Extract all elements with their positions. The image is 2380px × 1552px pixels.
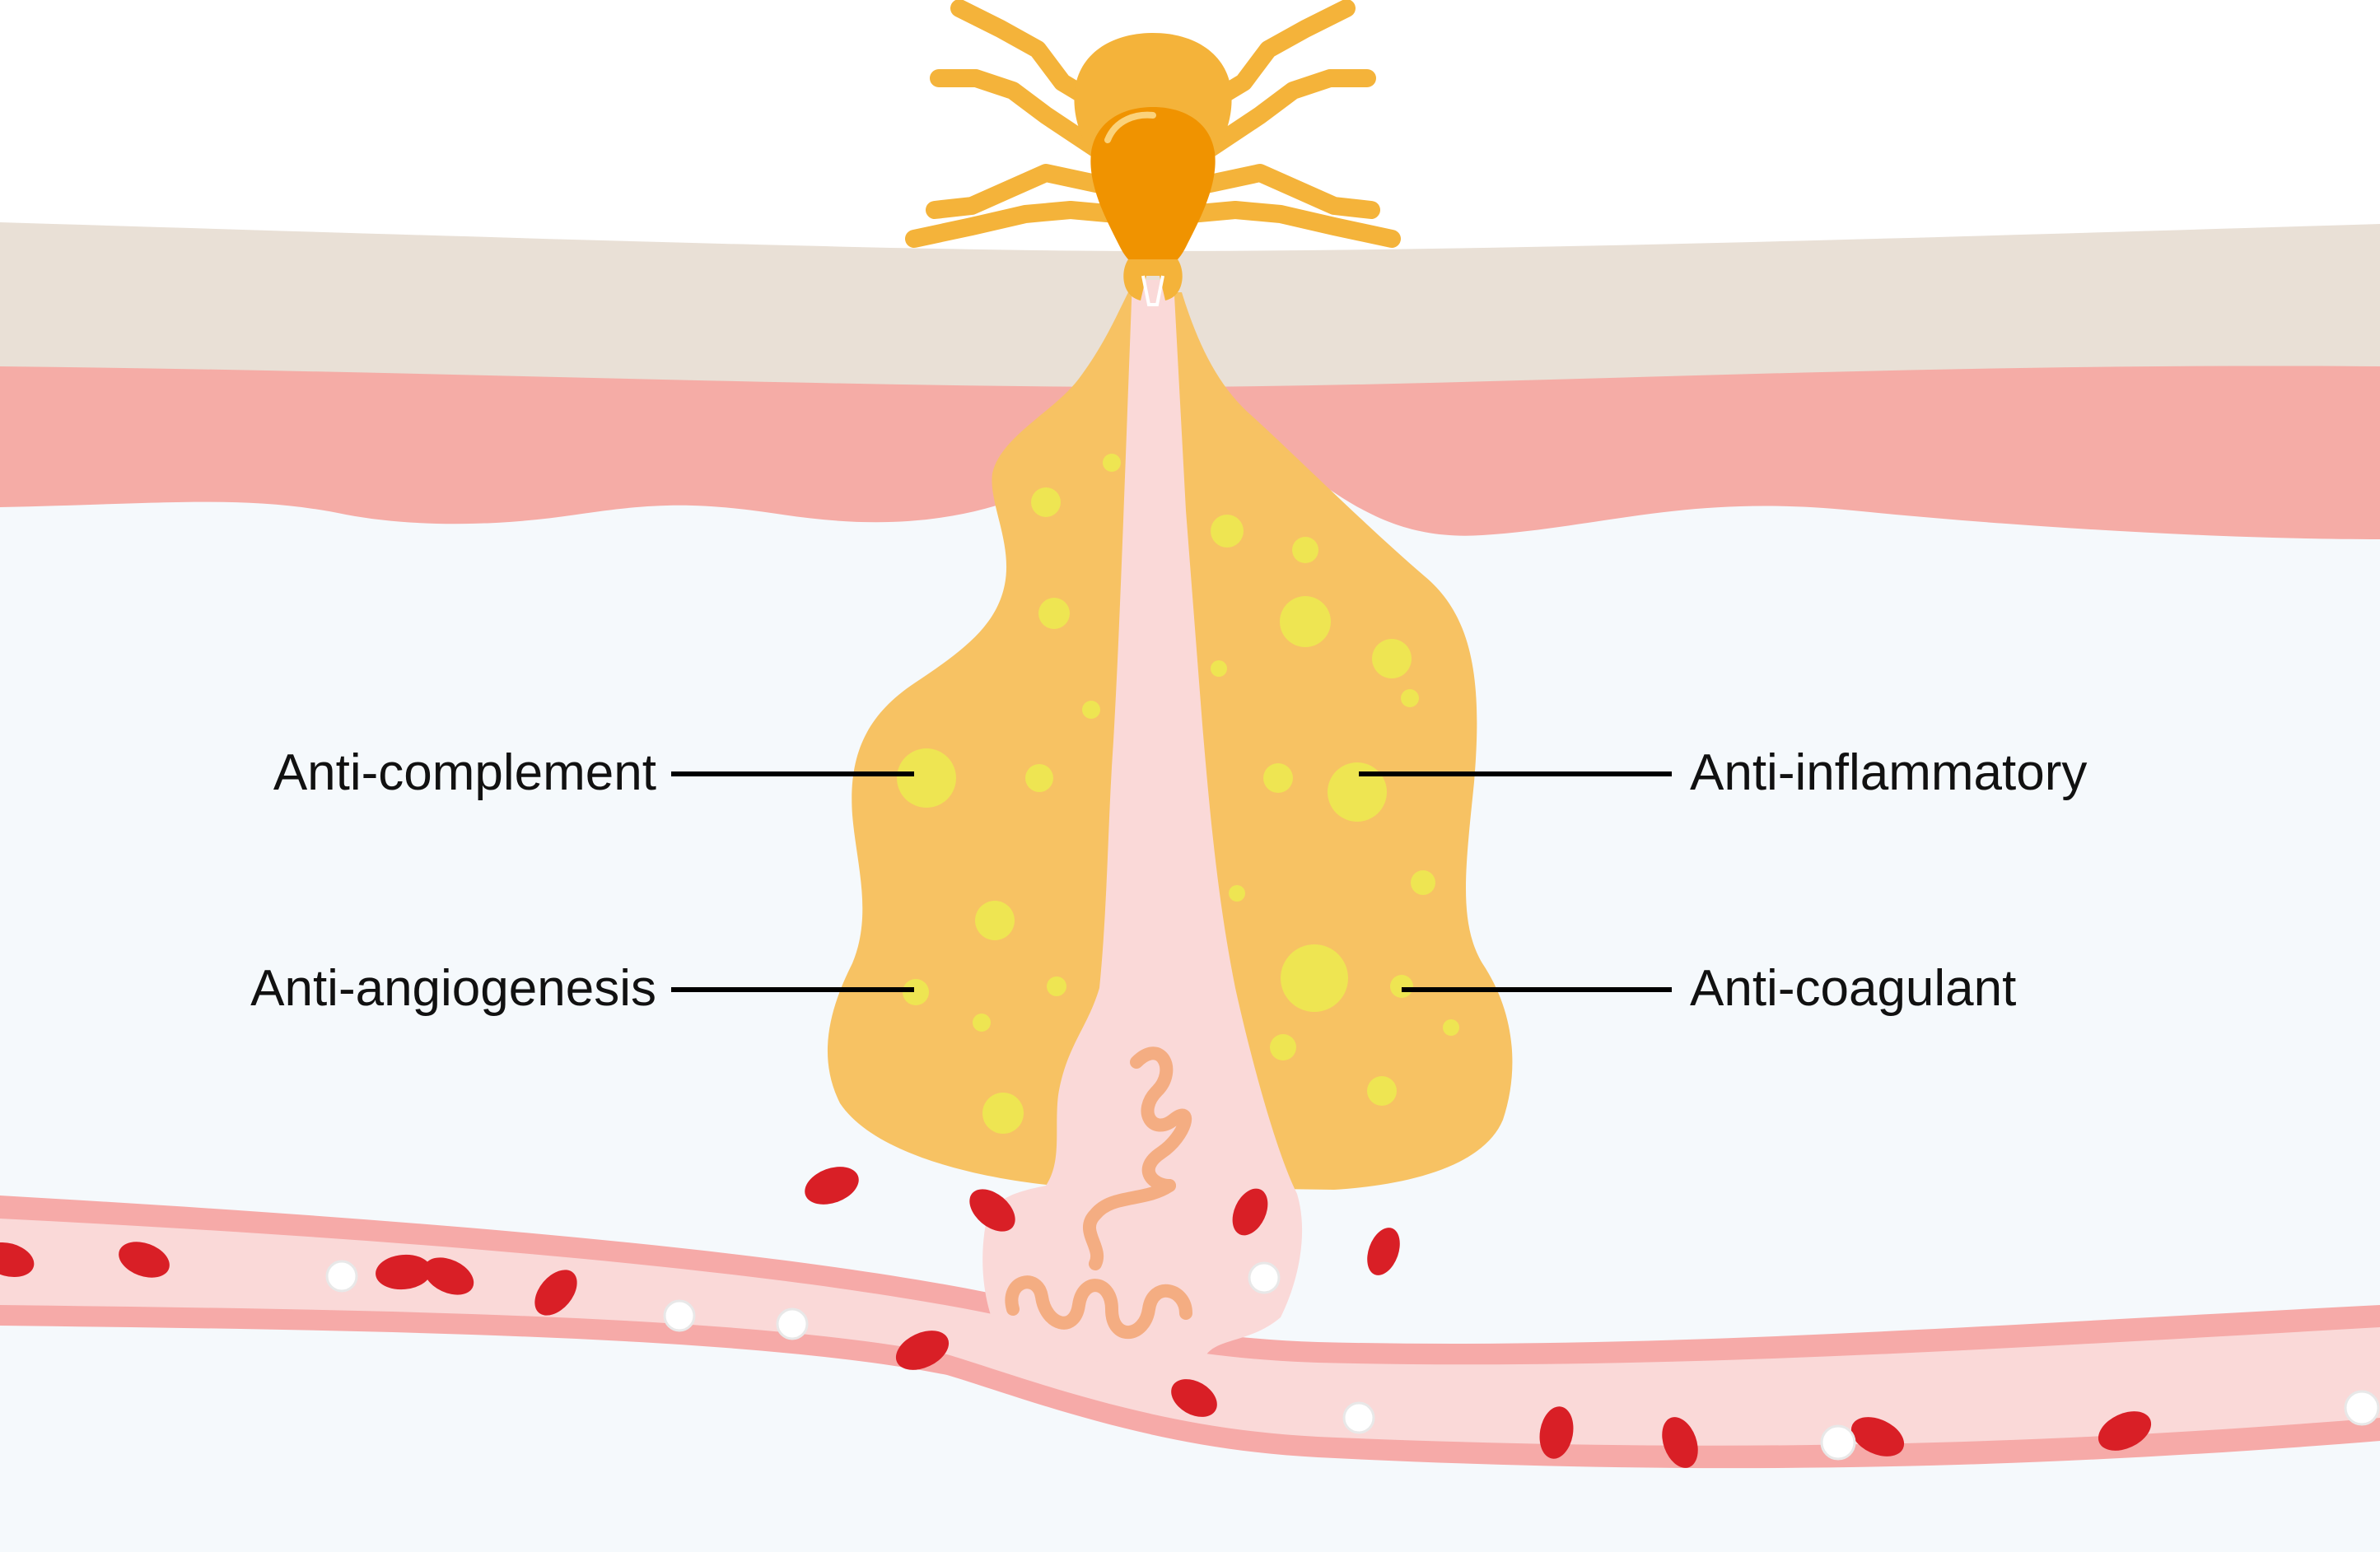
callout-lines [671, 771, 1672, 992]
tick-hypostome [1141, 275, 1164, 306]
tick-legs [905, 0, 1401, 248]
saliva-molecules [897, 454, 1459, 1134]
red-blood-cells [0, 1167, 2152, 1468]
tick-mouthparts [1123, 259, 1183, 301]
white-blood-cells [325, 1260, 2380, 1461]
label-anti-coagulant: Anti-coagulant [1690, 960, 2017, 1017]
label-anti-complement: Anti-complement [273, 744, 656, 801]
blood-vessel-lumen [0, 1219, 2380, 1446]
pathogens [1005, 1046, 1192, 1340]
feeding-channel [982, 280, 1303, 1365]
dermis-layer [0, 354, 2380, 539]
tick-head [1090, 107, 1216, 272]
epidermis-layer [0, 222, 2380, 387]
label-anti-inflammatory: Anti-inflammatory [1690, 744, 2088, 801]
label-anti-angiogenesis: Anti-angiogenesis [250, 960, 656, 1017]
tick-highlight [1104, 111, 1156, 143]
